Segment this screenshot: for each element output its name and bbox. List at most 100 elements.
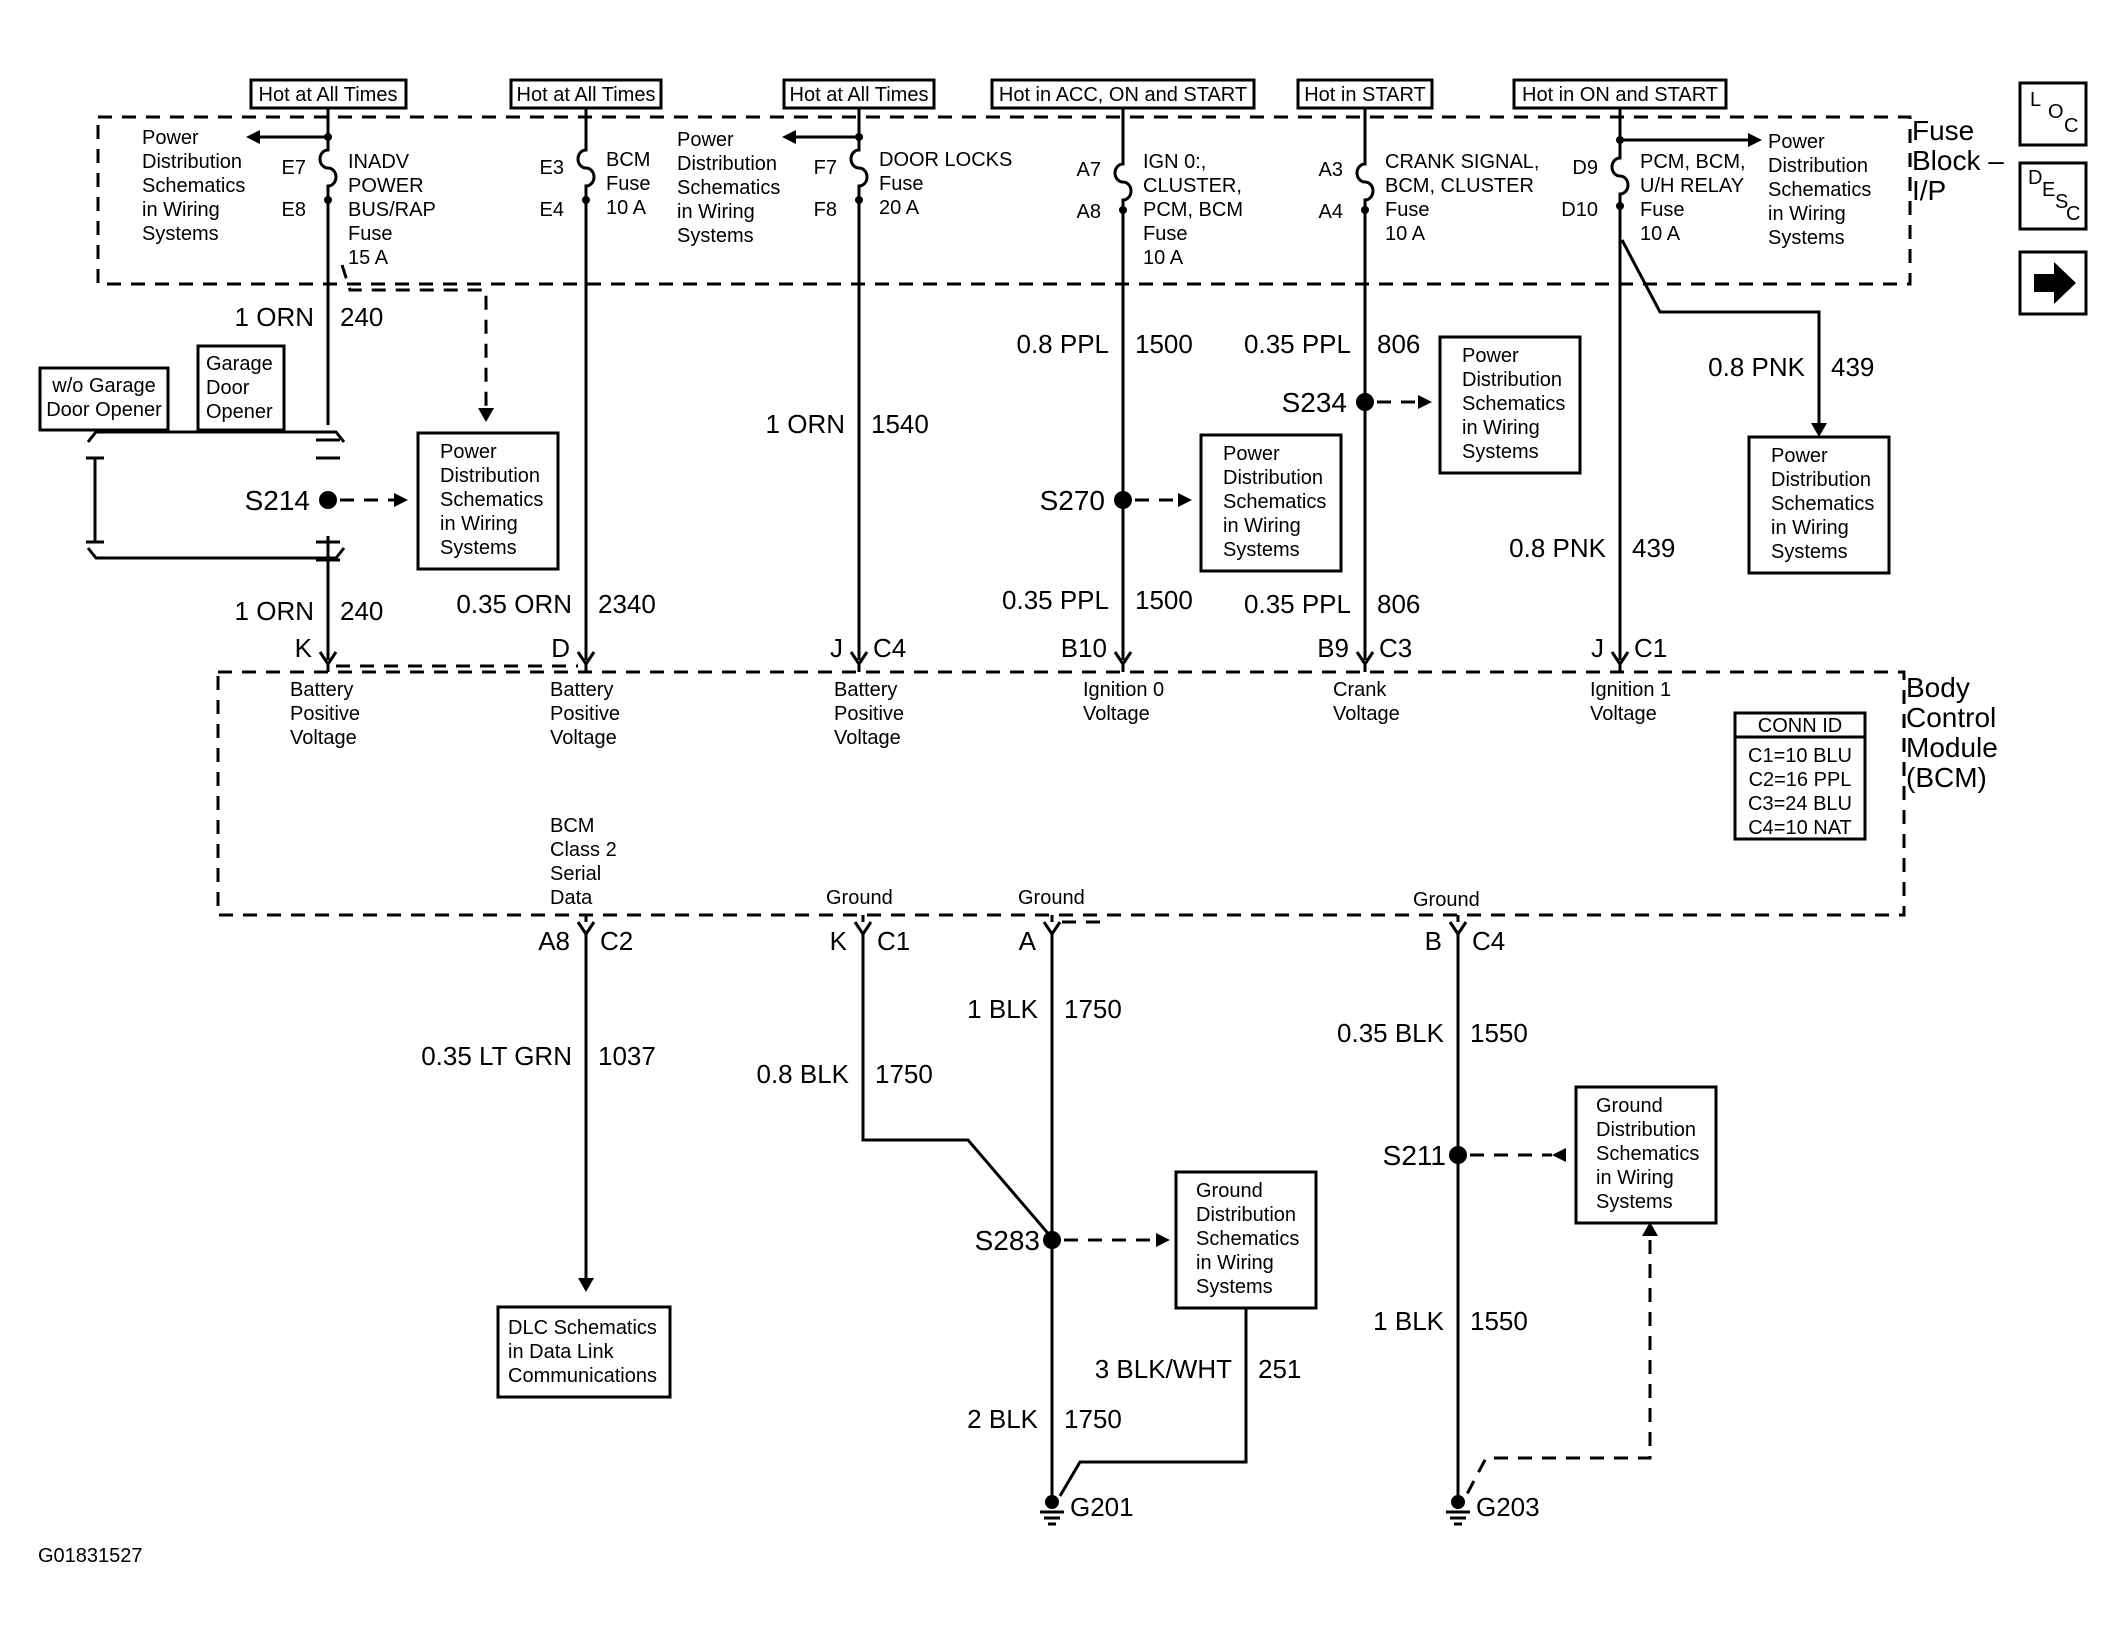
fuse-block-outline [96, 115, 1912, 286]
pds-box-line: Distribution [1462, 369, 1562, 391]
wire-circuit-label: 240 [340, 302, 383, 332]
bcm-pin-label: J [830, 633, 843, 663]
ground-label: G203 [1476, 1492, 1540, 1522]
pin-connector [1113, 651, 1133, 672]
bcm-pin-desc: Battery [834, 679, 897, 701]
bcm-pin-label: K [830, 926, 848, 956]
wire-color-label: 0.35 PPL [1244, 329, 1351, 359]
bcm-pin-label: B9 [1317, 633, 1349, 663]
wire-circuit-label: 240 [340, 596, 383, 626]
bcm-conn-label: C2 [600, 926, 633, 956]
bcm-pin-label: J [1591, 633, 1604, 663]
dlc-box-line: Communications [508, 1365, 657, 1387]
pds-box-line: in Wiring [1462, 417, 1540, 439]
bcm-pin-desc: Positive [290, 703, 360, 725]
pds-text-line: Distribution [1768, 155, 1868, 177]
arrow-left-icon [782, 130, 796, 144]
arrow-left-icon [1552, 1148, 1566, 1162]
pds-text-line: in Wiring [677, 201, 755, 223]
pds-box-line: in Wiring [1771, 517, 1849, 539]
bcm-pin-desc: Ignition 1 [1590, 679, 1671, 701]
fuse-a7-a8: A7 A8 IGN 0:, CLUSTER, PCM, BCM Fuse 10 … [1077, 151, 1243, 269]
pin-connector [1610, 651, 1630, 672]
arrow-left-icon [246, 130, 260, 144]
pds-text-right: Power Distribution Schematics in Wiring … [1616, 131, 1871, 249]
dlc-box-line: in Data Link [508, 1341, 615, 1363]
splice-ticks [316, 438, 340, 562]
bcm-pin-desc: Ground [826, 887, 893, 909]
wire-color-label: 1 ORN [235, 302, 314, 332]
fuse-label-line: Fuse [606, 173, 650, 195]
next-button[interactable] [2018, 250, 2088, 316]
fuse-label-line: Fuse [1143, 223, 1187, 245]
fuse-symbol [318, 137, 338, 200]
bcm-module: Body Control Module (BCM) [216, 670, 1998, 917]
fuse-pin-label: A4 [1319, 201, 1343, 223]
hot-label-4: Hot in ACC, ON and START [999, 84, 1247, 106]
pds-box-s214: Power Distribution Schematics in Wiring … [416, 431, 560, 571]
bcm-pin-desc: Serial [550, 863, 601, 885]
pds-text-line: Schematics [1768, 179, 1871, 201]
pin-connector [1355, 651, 1375, 672]
fuse-block-ip: Fuse Block – I/P [96, 115, 2004, 286]
bcm-title-line: Body [1906, 672, 1970, 703]
pin-connector [853, 915, 873, 937]
fuse-label-line: 10 A [606, 197, 647, 219]
wire-circuit-label: 1750 [1064, 994, 1122, 1024]
bcm-outline [216, 670, 1906, 917]
bcm-pin-desc: Voltage [550, 727, 617, 749]
wire-circuit-label: 439 [1632, 533, 1675, 563]
wire-color-label: 2 BLK [967, 1404, 1038, 1434]
gds-box-line: Schematics [1596, 1143, 1699, 1165]
pds-box-line: Systems [1771, 541, 1848, 563]
bcm-pin-desc: Positive [834, 703, 904, 725]
fuse-label-line: 10 A [1143, 247, 1184, 269]
wire-439-branch [1620, 239, 1821, 425]
bcm-pin-desc: Ground [1413, 889, 1480, 911]
splice-s283-dot [1043, 1231, 1061, 1249]
hot-label-2: Hot at All Times [517, 84, 656, 106]
pds-text-line: Power [1768, 131, 1825, 153]
fuse-label-line: 10 A [1640, 223, 1681, 245]
bcm-title-line: (BCM) [1906, 762, 1987, 793]
wire-color-label: 0.35 LT GRN [421, 1041, 572, 1071]
desc-button[interactable]: D E S C [2018, 161, 2088, 231]
hot-label-box-5 [1296, 78, 1434, 110]
arrow-up-icon [1642, 1222, 1658, 1236]
wire-color-label: 1 BLK [967, 994, 1038, 1024]
fuse-label-line: Fuse [879, 173, 923, 195]
gds-box-line: Ground [1596, 1095, 1663, 1117]
option-label-line: w/o Garage [51, 375, 155, 397]
fuse-symbol [1113, 152, 1133, 210]
loc-button[interactable]: L O C [2018, 81, 2088, 147]
wire-circuit-label: 251 [1258, 1354, 1301, 1384]
pds-box-line: Systems [1223, 539, 1300, 561]
fuse-e7-e8: E7 E8 INADV POWER BUS/RAP Fuse 15 A [282, 137, 436, 269]
pds-box-s270: Power Distribution Schematics in Wiring … [1199, 433, 1343, 573]
pds-text-line: Power [142, 127, 199, 149]
fuse-block-title-line2: Block – [1912, 145, 2004, 176]
fuse-label-line: 20 A [879, 197, 920, 219]
loc-letter: O [2048, 101, 2064, 123]
gds-box-s211: Ground Distribution Schematics in Wiring… [1574, 1085, 1718, 1225]
ground-label: G201 [1070, 1492, 1134, 1522]
pds-box-439: Power Distribution Schematics in Wiring … [1747, 435, 1891, 575]
wire-circuit-label: 1550 [1470, 1306, 1528, 1336]
bcm-pin-desc: Voltage [290, 727, 357, 749]
fuse-label-line: PCM, BCM, [1640, 151, 1746, 173]
wire-circuit-label: 1540 [871, 409, 929, 439]
gds-box-line: Schematics [1196, 1228, 1299, 1250]
hot-labels: Hot at All Times Hot at All Times Hot at… [249, 78, 1728, 110]
option-label-line: Door Opener [46, 399, 162, 421]
hot-label-box-4 [990, 78, 1256, 110]
pds-box-line: Distribution [440, 465, 540, 487]
fuse-label-line: CRANK SIGNAL, [1385, 151, 1539, 173]
fuse-symbol [576, 137, 596, 200]
fuse-pin-label: E4 [540, 199, 564, 221]
bcm-pin-label: A8 [538, 926, 570, 956]
option-box-wo-garage [38, 366, 170, 432]
gds-box-line: Ground [1196, 1180, 1263, 1202]
fuse-pin-label: E3 [540, 157, 564, 179]
wire-circuit-label: 1500 [1135, 585, 1193, 615]
pds-text-middle: Power Distribution Schematics in Wiring … [677, 129, 863, 247]
